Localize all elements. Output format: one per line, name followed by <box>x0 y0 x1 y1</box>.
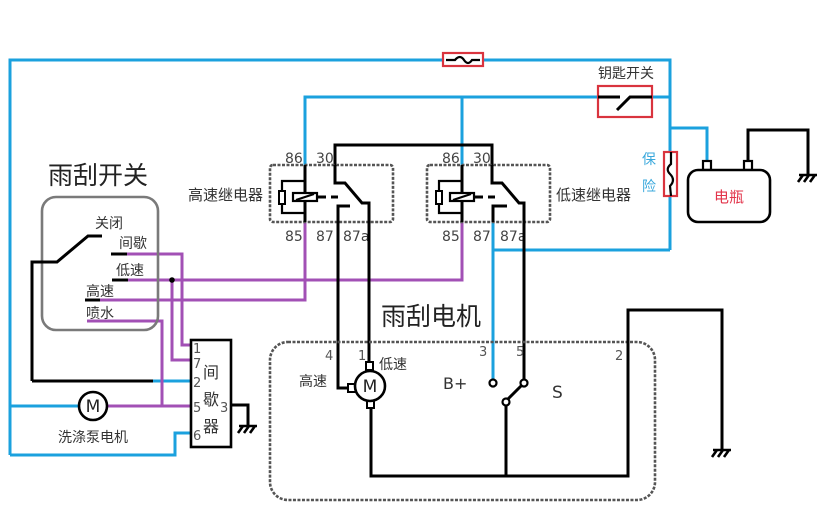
intermittent-pin-6: 6 <box>193 429 201 444</box>
low-speed-to-pin7-wire <box>170 280 191 362</box>
motor-high-speed-label: 高速 <box>299 373 327 390</box>
low-relay-pin-86: 86 <box>442 151 460 167</box>
intermittent-char-2: 歇 <box>203 390 219 409</box>
fuse-icon <box>446 55 480 65</box>
switch-wires <box>87 222 464 408</box>
low-relay-pin-85: 85 <box>442 229 460 245</box>
relay-resistor-icon <box>435 190 443 205</box>
fuse-label-top: 保 <box>642 152 656 168</box>
battery-fuse: 保 险 <box>642 150 679 198</box>
low-relay-box <box>425 163 552 224</box>
motor-ground-bus <box>369 308 724 478</box>
relay-coil-diagonal <box>452 192 472 202</box>
relay-coil-diagonal <box>295 192 315 202</box>
intermittent-ground-wire <box>231 403 250 425</box>
intermittent-char-3: 器 <box>203 417 219 436</box>
park-switch-common-contact <box>501 397 511 407</box>
position-low-label: 低速 <box>116 263 144 279</box>
low-relay-pin-30: 30 <box>473 151 491 167</box>
ground-icon <box>710 448 731 458</box>
b-plus-contact <box>488 378 498 388</box>
wiper-switch-title: 雨刮开关 <box>48 161 148 190</box>
motor-pin-1: 1 <box>358 349 366 364</box>
high-speed-wire <box>100 222 307 302</box>
battery-ground-wire <box>746 128 810 174</box>
key-switch: 钥匙开关 <box>596 66 654 119</box>
washer-pump-label: 洗涤泵电机 <box>58 430 128 446</box>
high-speed-relay: 高速继电器 86 30 85 87 87a <box>188 151 395 245</box>
wiper-motor-housing <box>268 340 657 502</box>
motor-low-speed-label: 低速 <box>379 357 407 373</box>
washer-pump-symbol: M <box>86 397 101 417</box>
key-switch-wire <box>303 95 670 165</box>
motor-b-plus-label: B+ <box>443 374 467 393</box>
relay-switch-arm <box>490 165 526 222</box>
wiper-motor-icon <box>353 369 387 403</box>
position-high-label: 高速 <box>86 283 114 300</box>
intermittent-relay-box <box>189 338 233 449</box>
motor-pin-5: 5 <box>516 345 524 360</box>
high-relay-pin-85: 85 <box>285 229 303 245</box>
s-contact <box>519 378 529 388</box>
motor-pin-4: 4 <box>325 349 333 364</box>
fuse-icon <box>666 152 675 197</box>
battery-positive-wire <box>670 126 709 161</box>
relay-resistor-icon <box>278 190 286 205</box>
intermittent-pin6-wire <box>10 431 191 457</box>
wiper-motor-title: 雨刮电机 <box>381 302 481 331</box>
battery-positive-terminal <box>701 159 713 172</box>
low-relay-name: 低速继电器 <box>556 186 631 204</box>
high-relay-pin-86: 86 <box>285 151 303 167</box>
motor-s-label: S <box>552 383 563 403</box>
ground-icon <box>796 173 817 183</box>
battery: 电瓶 <box>686 128 817 224</box>
key-switch-label: 钥匙开关 <box>598 66 654 82</box>
ground-icon <box>236 424 257 434</box>
battery-negative-terminal <box>742 159 754 172</box>
intermittent-pin-7: 7 <box>193 357 201 372</box>
wiper-motor-symbol: M <box>363 377 378 397</box>
washer-pump: M 洗涤泵电机 <box>58 390 128 446</box>
battery-body <box>686 168 772 224</box>
washer-wire <box>87 319 164 406</box>
high-relay-box <box>268 163 395 224</box>
high-relay-87-to-pin4-wire <box>336 222 350 390</box>
relay-30-interconnect-wire <box>333 143 494 165</box>
wiper-motor: 雨刮电机 M 4 1 3 5 2 低速 高速 B+ S <box>268 302 731 502</box>
motor-pin-3: 3 <box>479 345 487 360</box>
main-fuse <box>441 51 485 68</box>
key-switch-icon <box>598 95 652 112</box>
low-relay-pin-87: 87 <box>473 229 491 245</box>
low-speed-wire <box>128 222 464 282</box>
intermittent-char-1: 间 <box>203 363 219 382</box>
high-relay-name: 高速继电器 <box>188 186 263 204</box>
position-off-label: 关闭 <box>95 216 123 232</box>
motor-terminal-low <box>365 361 374 371</box>
position-washer-label: 喷水 <box>86 306 114 322</box>
intermittent-pin-1: 1 <box>193 342 201 357</box>
intermittent-pin-2: 2 <box>193 376 201 391</box>
high-relay-pin-87a: 87a <box>343 229 369 245</box>
junction-dot <box>169 277 175 283</box>
motor-pin-2: 2 <box>615 349 623 364</box>
intermittent-pin-5: 5 <box>193 401 201 416</box>
washer-pump-motor-icon <box>77 390 109 422</box>
relay-no-contact <box>336 204 350 222</box>
intermittent-pin-3: 3 <box>220 401 228 416</box>
position-intermittent-label: 间歇 <box>119 236 147 252</box>
battery-label: 电瓶 <box>714 188 744 206</box>
intermittent-relay: 间 歇 器 1 7 2 5 6 3 <box>189 338 257 449</box>
low-speed-relay: 低速继电器 86 30 85 87 87a <box>425 151 631 245</box>
relay-switch-arm <box>333 165 371 222</box>
motor-feed-wires <box>336 222 526 390</box>
fuse-label-bottom: 险 <box>642 179 656 195</box>
wiper-switch: 雨刮开关 关闭 间歇 低速 高速 喷水 <box>30 161 160 383</box>
high-relay-pin-30: 30 <box>316 151 334 167</box>
relay-no-contact <box>491 204 507 222</box>
high-relay-pin-87: 87 <box>316 229 334 245</box>
switch-common-lever <box>30 234 102 381</box>
main-power-wire <box>8 58 672 455</box>
park-switch-lever <box>506 384 523 401</box>
low-relay-pin-87a: 87a <box>500 229 526 245</box>
